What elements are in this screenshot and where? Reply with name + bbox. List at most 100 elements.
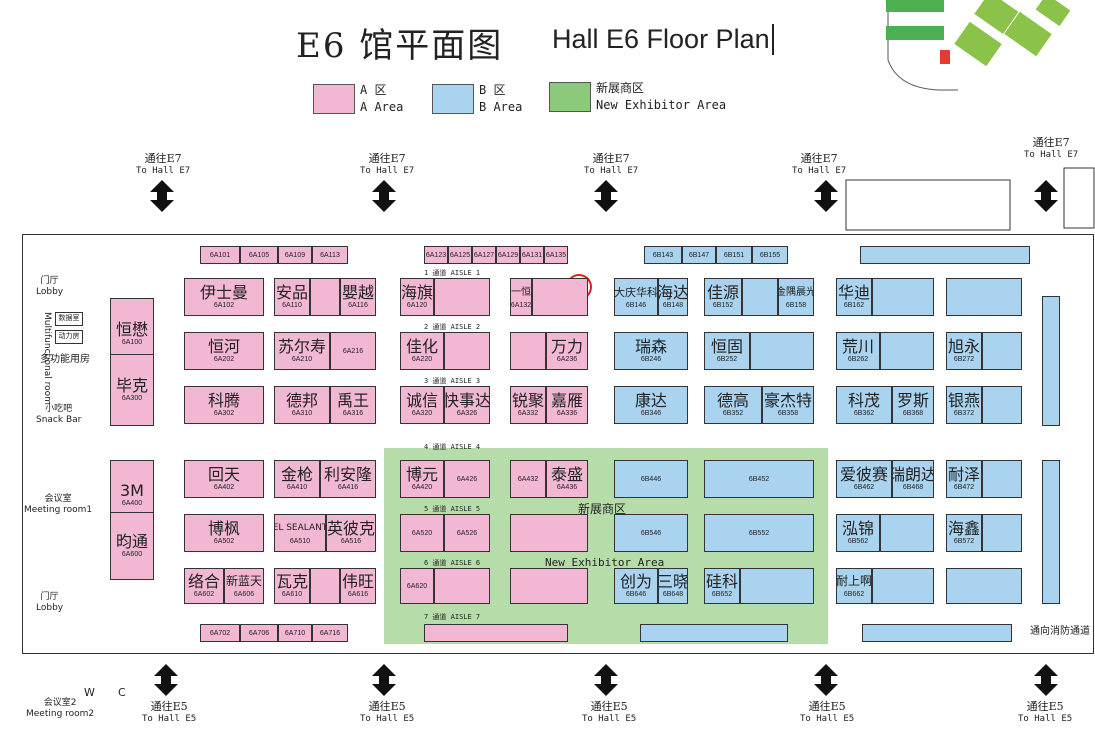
booth[interactable]: 6A432	[510, 460, 546, 498]
booth[interactable]: 6B552	[704, 514, 814, 552]
booth[interactable]: 6A216	[330, 332, 376, 370]
booth-top[interactable]: 6B151	[716, 246, 752, 264]
booth[interactable]	[510, 514, 588, 552]
booth-right-column[interactable]	[1042, 296, 1060, 426]
booth[interactable]	[982, 386, 1022, 424]
booth[interactable]	[872, 568, 934, 604]
booth[interactable]	[880, 514, 934, 552]
booth[interactable]	[532, 278, 588, 316]
booth-bottom[interactable]: 6A716	[312, 624, 348, 642]
booth[interactable]	[444, 332, 490, 370]
booth[interactable]	[742, 278, 778, 316]
booth-bottom[interactable]: 6A710	[278, 624, 312, 642]
booth[interactable]	[310, 568, 340, 604]
booth-top[interactable]: 6A125	[448, 246, 472, 264]
booth-top[interactable]: 6A135	[544, 246, 568, 264]
booth-bottom[interactable]: 6A702	[200, 624, 240, 642]
booth-bottom[interactable]: 6A706	[240, 624, 278, 642]
booth[interactable]	[946, 568, 1022, 604]
booth[interactable]	[310, 278, 340, 316]
booth[interactable]: 6A426	[444, 460, 490, 498]
booth-bottom-strip[interactable]	[862, 624, 1012, 642]
booth-top[interactable]: 6A127	[472, 246, 496, 264]
booth[interactable]	[880, 332, 934, 370]
booth-top-strip[interactable]	[860, 246, 1030, 264]
booth-right-column[interactable]	[1042, 460, 1060, 604]
booth-top[interactable]: 6A101	[200, 246, 240, 264]
booth[interactable]: 6A526	[444, 514, 490, 552]
booth[interactable]: 瑞朗达6B468	[892, 460, 934, 498]
booth[interactable]: 6B446	[614, 460, 688, 498]
booth-top[interactable]: 6A105	[240, 246, 278, 264]
booth[interactable]	[982, 332, 1022, 370]
booth[interactable]	[510, 332, 546, 370]
booth[interactable]	[982, 514, 1022, 552]
booth-top[interactable]: 6A123	[424, 246, 448, 264]
booth[interactable]	[434, 278, 490, 316]
booth-bottom-strip[interactable]	[424, 624, 568, 642]
booth-top[interactable]: 6A113	[312, 246, 348, 264]
booth-top[interactable]: 6A129	[496, 246, 520, 264]
booth[interactable]	[510, 568, 588, 604]
booth-top[interactable]: 6B147	[682, 246, 716, 264]
booth[interactable]: 6B452	[704, 460, 814, 498]
booth-top[interactable]: 6A109	[278, 246, 312, 264]
booth-top[interactable]: 6B143	[644, 246, 682, 264]
booth[interactable]: 6B546	[614, 514, 688, 552]
booth[interactable]	[982, 460, 1022, 498]
booth[interactable]	[740, 568, 814, 604]
booth[interactable]	[946, 278, 1022, 316]
booth[interactable]	[750, 332, 814, 370]
booth-top[interactable]: 6B155	[752, 246, 788, 264]
